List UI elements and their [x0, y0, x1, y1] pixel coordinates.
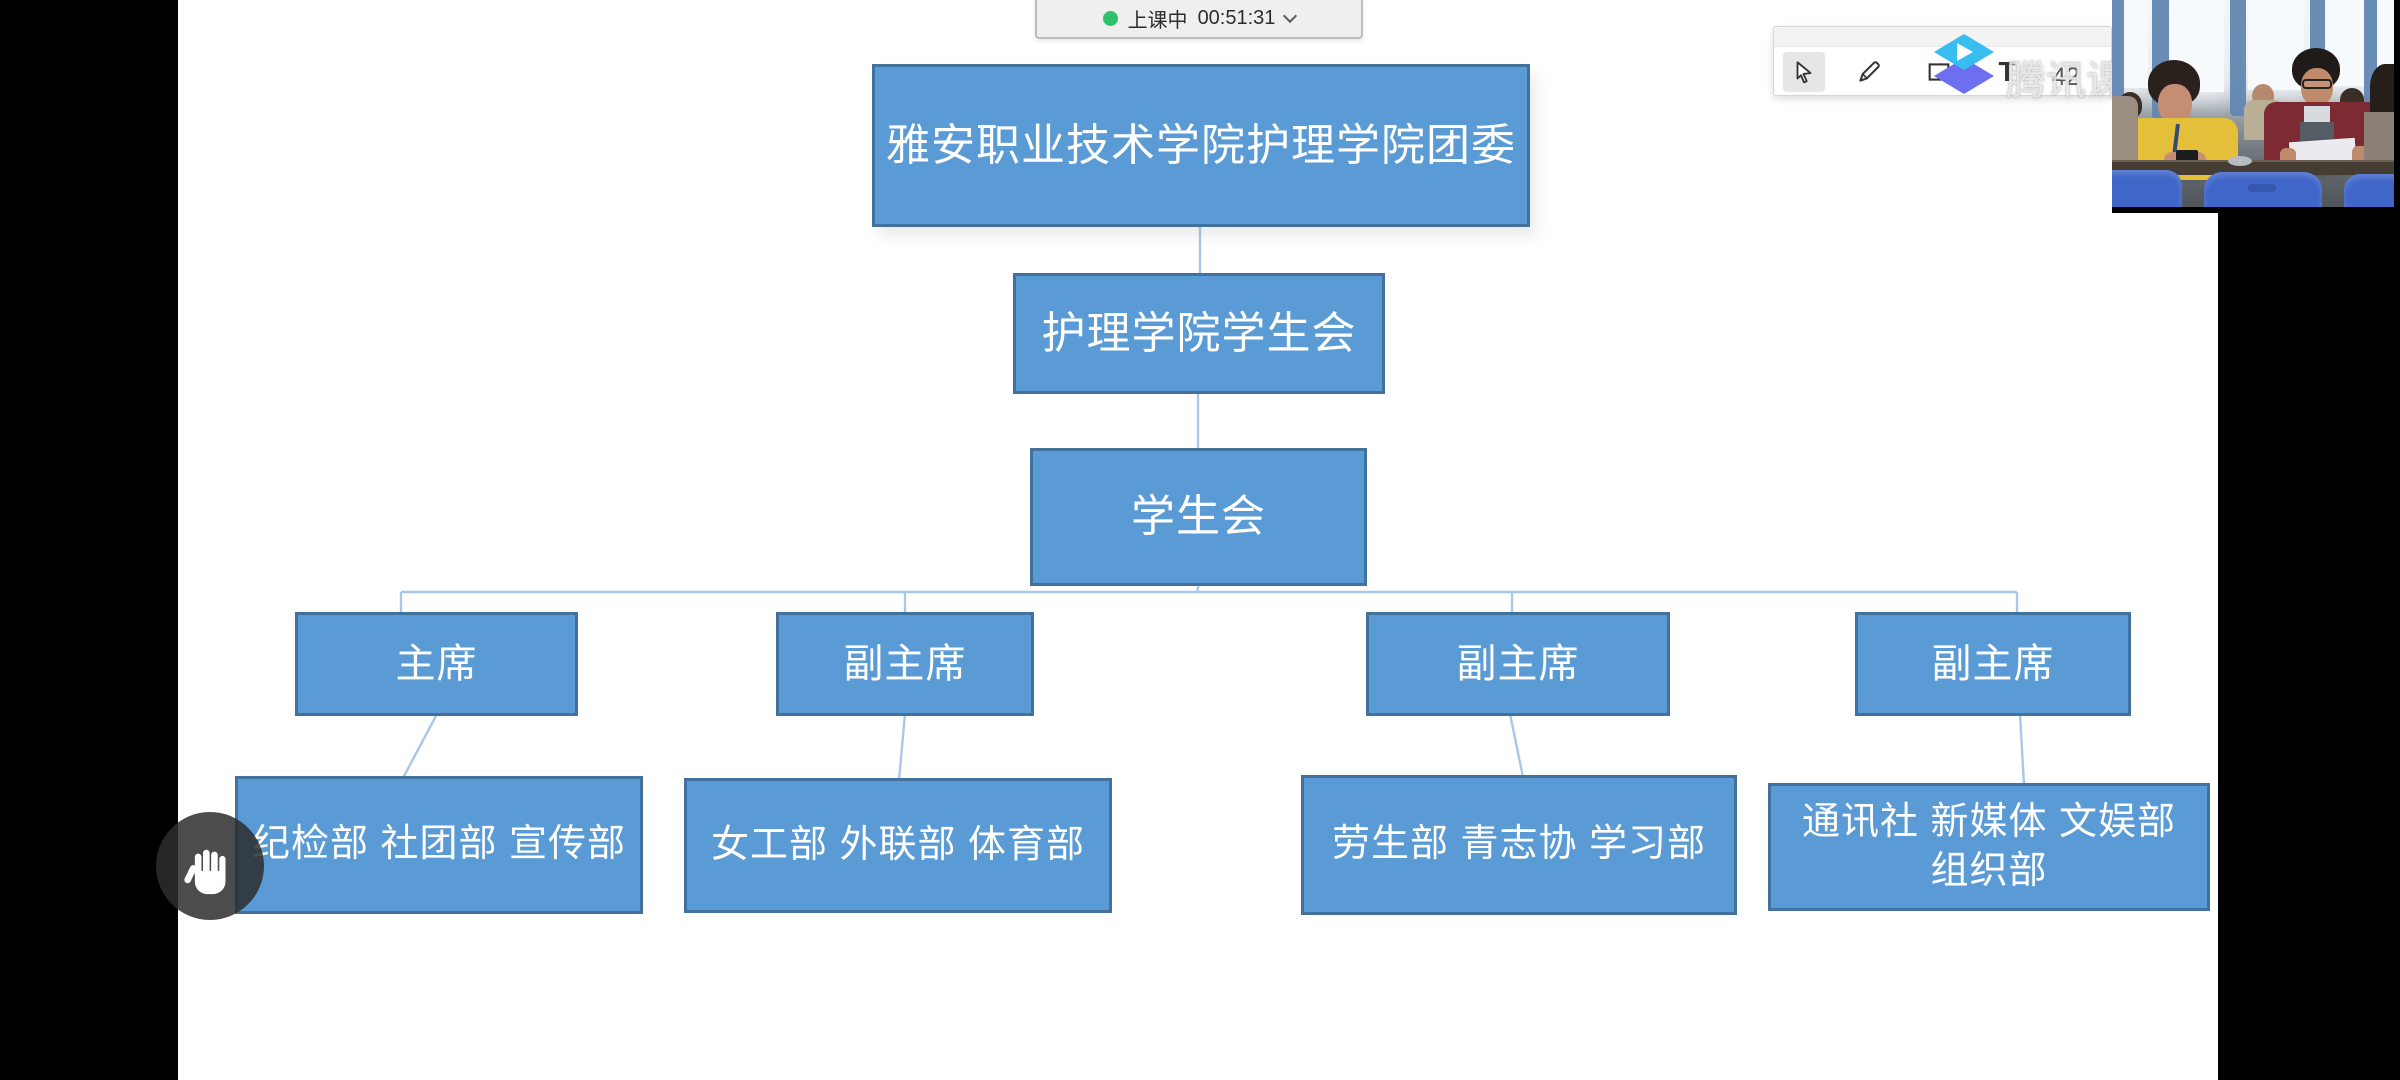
org-node-depts-discipline: 纪检部 社团部 宣传部 — [235, 776, 643, 914]
page-number: 42 — [2052, 63, 2080, 91]
webcam-student-right-shirt — [2304, 106, 2330, 126]
window-glow — [2374, 0, 2394, 84]
live-status-dot-icon — [1102, 11, 1118, 26]
webcam-video-window[interactable] — [2112, 0, 2400, 213]
org-node-vice-chairman-3: 副主席 — [1855, 612, 2131, 716]
toolbar-drag-handle[interactable] — [1774, 27, 2111, 47]
org-node-label: 主席 — [395, 642, 478, 686]
chair-back — [2344, 174, 2394, 207]
chevron-down-icon[interactable] — [1283, 8, 1298, 24]
webcam-student-left-phone — [2176, 150, 2198, 163]
org-node-label-line2: 组织部 — [1930, 850, 2048, 892]
class-status-label: 上课中 — [1127, 10, 1188, 32]
chair-back — [2112, 170, 2182, 207]
chair-back — [2204, 172, 2322, 207]
desk-item — [2228, 156, 2252, 166]
org-node-label: 雅安职业技术学院护理学院团委 — [886, 120, 1516, 170]
org-node-label: 副主席 — [1931, 642, 2055, 686]
cursor-icon — [1796, 61, 1812, 84]
tencent-classroom-logo-icon — [1934, 34, 1994, 94]
org-node-label: 劳生部 青志协 学习部 — [1331, 823, 1707, 866]
org-node-label: 学生会 — [1131, 492, 1266, 542]
webcam-student-edge-right — [2370, 64, 2394, 120]
org-node-label: 女工部 外联部 体育部 — [710, 823, 1086, 866]
hand-cursor-overlay — [156, 812, 264, 920]
text-tool-button[interactable]: T — [1991, 52, 2023, 92]
org-node-college-student-union: 护理学院学生会 — [1013, 273, 1385, 394]
class-status-pill[interactable]: 上课中 00:51:31 — [1035, 0, 1363, 39]
org-node-depts-womens: 女工部 外联部 体育部 — [684, 778, 1112, 913]
org-node-vice-chairman-1: 副主席 — [776, 612, 1034, 716]
text-tool-label: T — [1998, 56, 2016, 87]
pen-tool-button[interactable] — [1848, 52, 1890, 92]
org-node-label: 护理学院学生会 — [1041, 308, 1357, 358]
org-node-label: 副主席 — [1456, 642, 1580, 686]
org-node-student-union: 学生会 — [1030, 448, 1367, 586]
webcam-student-right-glasses — [2302, 79, 2332, 89]
org-node-label: 副主席 — [843, 642, 967, 686]
chair-slot — [2248, 184, 2276, 192]
curtain — [2230, 0, 2246, 116]
org-node-depts-labor: 劳生部 青志协 学习部 — [1301, 775, 1737, 915]
pen-icon — [1859, 61, 1880, 82]
cursor-tool-button[interactable] — [1783, 52, 1825, 92]
webcam-student-left-face — [2158, 84, 2192, 124]
org-node-label: 纪检部 社团部 宣传部 — [251, 823, 627, 866]
classroom-desk — [2112, 160, 2394, 175]
org-node-label: 通讯社 新媒体 文娱部 — [1801, 800, 2177, 843]
letterbox-left — [0, 0, 178, 1080]
hand-icon — [184, 849, 226, 895]
org-node-vice-chairman-2: 副主席 — [1366, 612, 1670, 716]
org-node-chairman: 主席 — [295, 612, 578, 716]
webcam-student-edge-left — [2112, 96, 2138, 166]
org-node-depts-media: 通讯社 新媒体 文娱部 组织部 — [1768, 783, 2210, 911]
class-timer: 00:51:31 — [1197, 7, 1276, 29]
org-node-league-committee: 雅安职业技术学院护理学院团委 — [872, 64, 1530, 227]
annotation-toolbar: T 42 — [1773, 26, 2112, 96]
